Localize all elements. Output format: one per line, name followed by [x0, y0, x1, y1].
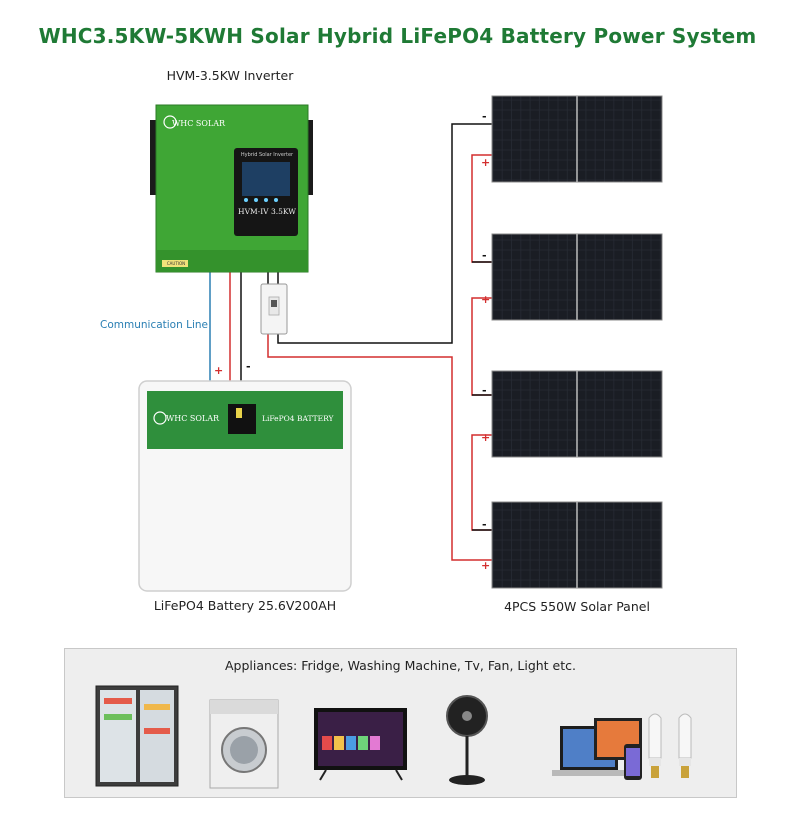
panel4-negative-sign: -: [482, 518, 487, 531]
inverter-image: [150, 104, 313, 273]
solar-panel-1: [491, 95, 663, 183]
light-bulbs-icon: [648, 713, 692, 778]
washing-machine-icon: [209, 699, 279, 789]
panel4-positive-sign: +: [481, 559, 491, 572]
panel1-positive-sign: +: [481, 156, 491, 169]
fan-icon: [446, 695, 488, 785]
solar-array: [491, 95, 663, 589]
pv-negative-main-wire: [277, 123, 492, 344]
solar-panel-label: 4PCS 550W Solar Panel: [504, 599, 650, 614]
battery-name: LiFePO4 BATTERY: [262, 414, 334, 423]
inverter-caution: CAUTION: [166, 261, 186, 266]
panel2-positive-sign: +: [481, 293, 491, 306]
communication-line-label: Communication Line: [100, 319, 208, 331]
inverter-model: HVM-IV 3.5KW: [238, 207, 296, 216]
battery-image: [138, 380, 352, 592]
pv-positive-main-wire: [267, 333, 492, 561]
fridge-icon: [95, 685, 179, 787]
tv-icon: [314, 708, 407, 781]
devices-icon: [552, 718, 642, 780]
battery-positive-sign: +: [214, 364, 224, 377]
panel3-positive-sign: +: [481, 431, 491, 444]
panel3-negative-sign: -: [482, 384, 487, 397]
appliances-title: Appliances: Fridge, Washing Machine, Tv,…: [225, 658, 576, 673]
inverter-label-wrap: HVM-3.5KW Inverter: [155, 68, 305, 83]
battery-negative-sign: -: [246, 360, 251, 373]
solar-panel-4: [491, 501, 663, 589]
battery-logo-icon: [153, 411, 167, 425]
inverter-label: HVM-3.5KW Inverter: [166, 68, 294, 83]
breaker-switch-icon: [260, 283, 288, 335]
appliances-icons: [95, 685, 692, 789]
panel2-negative-sign: -: [482, 249, 487, 262]
inverter-brand: WHC SOLAR: [172, 119, 226, 128]
inverter-logo-icon: [163, 115, 177, 129]
battery-label: LiFePO4 Battery 25.6V200AH: [153, 598, 337, 613]
solar-panel-2: [491, 233, 663, 321]
page-title: WHC3.5KW-5KWH Solar Hybrid LiFePO4 Batte…: [38, 24, 757, 48]
panel1-negative-sign: -: [482, 110, 487, 123]
solar-panel-3: [491, 370, 663, 458]
inverter-screen-title: Hybrid Solar Inverter: [240, 152, 294, 158]
battery-brand: WHC SOLAR: [166, 414, 220, 423]
